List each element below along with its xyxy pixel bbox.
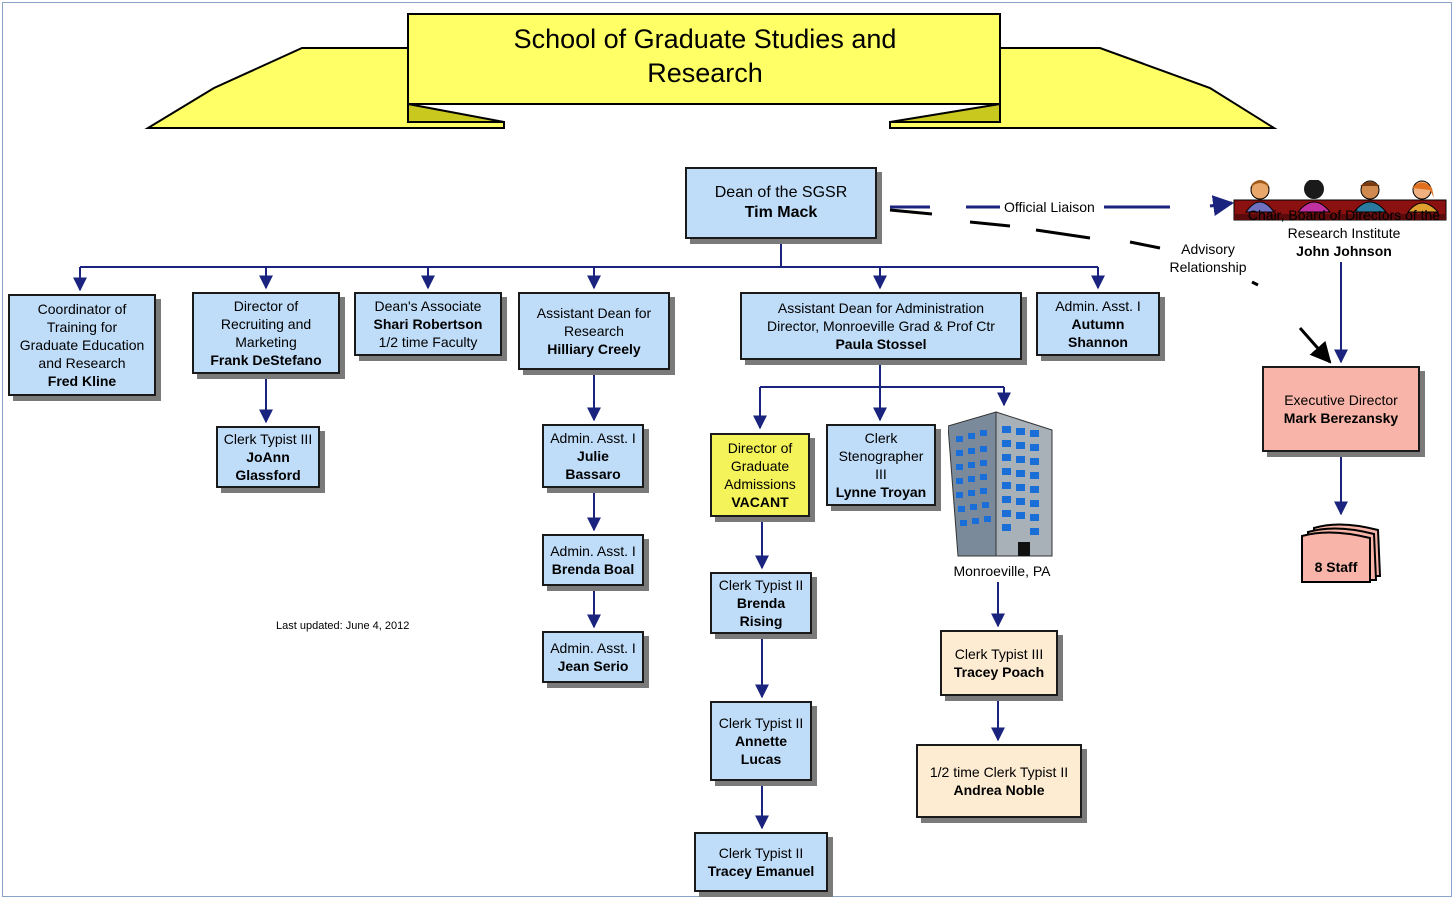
dir-admissions-box: Director of Graduate Admissions VACANT: [710, 433, 810, 517]
recruiting-line1: Director of: [233, 298, 299, 314]
admin-julie-box: Admin. Asst. I Julie Bassaro: [542, 424, 644, 488]
admin-autumn-title: Admin. Asst. I: [1055, 298, 1141, 314]
asst-dean-research-box: Assistant Dean for Research Hilliary Cre…: [518, 292, 670, 370]
clerk-annette-box: Clerk Typist II Annette Lucas: [710, 701, 812, 781]
banner-panel: [407, 13, 1001, 105]
recruiting-box: Director of Recruiting and Marketing Fra…: [192, 292, 340, 374]
board-chair-line2: Research Institute: [1287, 225, 1401, 241]
clerk-andrea-box: 1/2 time Clerk Typist II Andrea Noble: [916, 744, 1082, 818]
clerk-steno-line3: III: [875, 466, 887, 482]
clerk-joann-name1: JoAnn: [246, 449, 290, 465]
clerk-tracey-emanuel-box: Clerk Typist II Tracey Emanuel: [694, 832, 828, 892]
deans-associate-title: Dean's Associate: [374, 298, 482, 314]
official-liaison-label: Official Liaison: [1004, 199, 1095, 215]
exec-director-name: Mark Berezansky: [1283, 410, 1399, 426]
clerk-annette-title: Clerk Typist II: [718, 715, 804, 731]
clerk-andrea-name: Andrea Noble: [953, 782, 1045, 798]
clerk-steno-box: Clerk Stenographer III Lynne Troyan: [826, 424, 936, 506]
asst-dean-research-line1: Assistant Dean for: [536, 305, 652, 321]
dean-title: Dean of the SGSR: [714, 184, 848, 201]
dir-admissions-line2: Graduate: [730, 458, 790, 474]
admin-autumn-name1: Autumn: [1071, 316, 1125, 332]
clerk-annette-name1: Annette: [734, 733, 788, 749]
asst-dean-admin-line1: Assistant Dean for Administration: [777, 300, 985, 316]
banner-title-line1: School of Graduate Studies and: [513, 24, 897, 54]
clerk-steno-line2: Stenographer: [838, 448, 924, 464]
clerk-joann-title: Clerk Typist III: [223, 431, 313, 447]
board-chair-label: Chair, Board of Directors of the Researc…: [1236, 206, 1452, 260]
clerk-joann-name2: Glassford: [235, 467, 301, 483]
clerk-joann-box: Clerk Typist III JoAnn Glassford: [216, 426, 320, 488]
clerk-steno-name: Lynne Troyan: [835, 484, 927, 500]
clerk-tracey-poach-box: Clerk Typist III Tracey Poach: [940, 630, 1058, 696]
admin-julie-name1: Julie: [577, 448, 609, 464]
asst-dean-research-name: Hilliary Creely: [547, 341, 641, 357]
clerk-annette-name2: Lucas: [740, 751, 782, 767]
asst-dean-admin-line2: Director, Monroeville Grad & Prof Ctr: [767, 318, 995, 334]
admin-jean-title: Admin. Asst. I: [550, 640, 636, 656]
admin-julie-name2: Bassaro: [565, 466, 621, 482]
deans-associate-name: Shari Robertson: [373, 316, 483, 332]
clerk-brenda-rising-name1: Brenda: [736, 595, 786, 611]
clerk-tracey-poach-title: Clerk Typist III: [954, 646, 1044, 662]
last-updated-text: Last updated: June 4, 2012: [276, 620, 410, 632]
clerk-tracey-poach-name: Tracey Poach: [953, 664, 1045, 680]
admin-autumn-box: Admin. Asst. I Autumn Shannon: [1036, 292, 1160, 356]
coordinator-line2: Training for: [46, 319, 118, 335]
recruiting-name: Frank DeStefano: [210, 352, 322, 368]
clerk-steno-line1: Clerk: [864, 430, 898, 446]
clerk-brenda-rising-box: Clerk Typist II Brenda Rising: [710, 572, 812, 634]
admin-brenda-box: Admin. Asst. I Brenda Boal: [542, 534, 644, 586]
dir-admissions-line3: Admissions: [724, 476, 796, 492]
building-icon: [948, 411, 1053, 557]
advisory-label-line2: Relationship: [1169, 259, 1247, 275]
exec-director-title: Executive Director: [1284, 392, 1398, 408]
admin-julie-title: Admin. Asst. I: [550, 430, 636, 446]
staff-label: 8 Staff: [1314, 559, 1358, 575]
monroeville-label: Monroeville, PA: [953, 563, 1051, 579]
admin-brenda-title: Admin. Asst. I: [550, 543, 636, 559]
title-banner: [144, 13, 1278, 129]
staff-stack-icon: [1301, 523, 1382, 583]
coordinator-line4: and Research: [38, 355, 126, 371]
banner-title-line2: Research: [647, 58, 763, 88]
exec-director-box: Executive Director Mark Berezansky: [1262, 366, 1420, 452]
clerk-andrea-title: 1/2 time Clerk Typist II: [929, 764, 1069, 780]
board-members-icon: [1233, 180, 1447, 221]
clerk-tracey-emanuel-name: Tracey Emanuel: [707, 863, 815, 879]
coordinator-line1: Coordinator of: [37, 301, 127, 317]
deans-associate-note: 1/2 time Faculty: [378, 334, 478, 350]
dir-admissions-line1: Director of: [727, 440, 793, 456]
clerk-brenda-rising-title: Clerk Typist II: [718, 577, 804, 593]
dean-box: Dean of the SGSR Tim Mack: [685, 167, 877, 239]
clerk-tracey-emanuel-title: Clerk Typist II: [718, 845, 804, 861]
admin-autumn-name2: Shannon: [1068, 334, 1128, 350]
admin-jean-name: Jean Serio: [557, 658, 629, 674]
clerk-brenda-rising-name2: Rising: [739, 613, 783, 629]
admin-brenda-name: Brenda Boal: [551, 561, 635, 577]
dir-admissions-name: VACANT: [731, 494, 789, 510]
asst-dean-admin-box: Assistant Dean for Administration Direct…: [740, 292, 1022, 360]
board-chair-line1: Chair, Board of Directors of the: [1247, 207, 1441, 223]
recruiting-line3: Marketing: [235, 334, 297, 350]
coordinator-name: Fred Kline: [47, 373, 117, 389]
admin-jean-box: Admin. Asst. I Jean Serio: [542, 631, 644, 683]
coordinator-box: Coordinator of Training for Graduate Edu…: [8, 294, 156, 396]
dean-name: Tim Mack: [744, 204, 818, 221]
asst-dean-research-line2: Research: [564, 323, 624, 339]
board-chair-name: John Johnson: [1296, 243, 1392, 259]
advisory-label: Advisory Relationship: [1160, 240, 1256, 276]
deans-associate-box: Dean's Associate Shari Robertson 1/2 tim…: [354, 292, 502, 356]
recruiting-line2: Recruiting and: [220, 316, 312, 332]
asst-dean-admin-name: Paula Stossel: [835, 336, 927, 352]
coordinator-line3: Graduate Education: [19, 337, 145, 353]
advisory-label-line1: Advisory: [1181, 241, 1235, 257]
